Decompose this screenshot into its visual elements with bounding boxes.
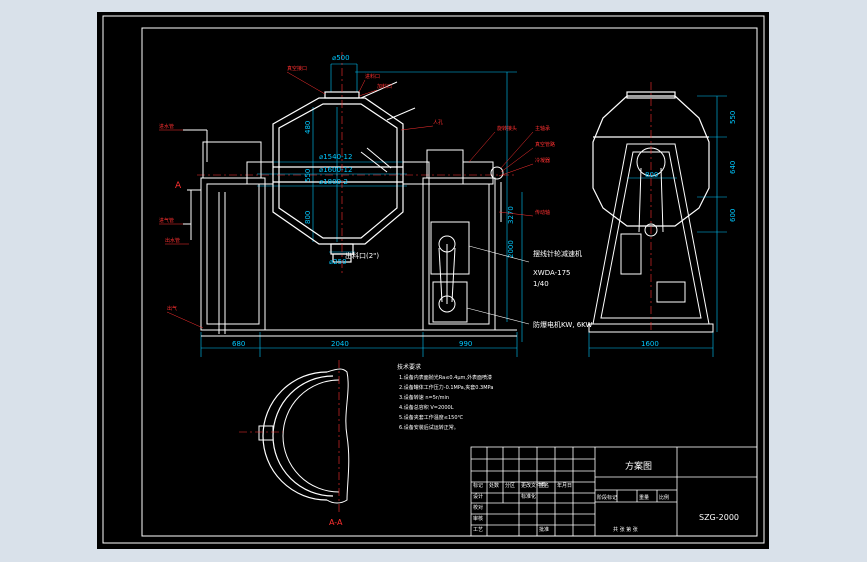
notes-item-3: 3.设备转速 n=5r/min	[399, 394, 449, 401]
top-callout-leaders	[286, 71, 434, 131]
section-view: A-A	[239, 360, 350, 527]
callout-right-3: 真空管路	[535, 141, 555, 148]
support-frames	[200, 141, 517, 337]
drive-assembly	[430, 221, 470, 323]
notes-item-6: 6.设备安装后试运转正常。	[399, 424, 459, 431]
right-callout-leaders	[468, 131, 534, 217]
role-check: 校对	[473, 504, 483, 511]
notes-title: 技术要求	[397, 363, 421, 371]
std-label: 标准化	[521, 493, 536, 500]
dim-dia-1540: ⌀1540-12	[319, 153, 352, 161]
drive-labels: 摆线针轮减速机 XWDA-175 1/40 防爆电机KW, 6KW	[533, 249, 593, 329]
vessel-body	[272, 91, 404, 263]
notes-item-5: 5.设备夹套工作温度≤150℃	[399, 414, 464, 421]
header-change-doc: 更改文件号	[521, 482, 546, 489]
left-callouts: 进水管 进气管 出水管 出气	[159, 123, 180, 312]
motor-label: 防爆电机KW, 6KW	[533, 320, 593, 329]
stage-label: 阶段标记	[597, 494, 617, 501]
dim-dia-1600: ⌀1600-12	[319, 166, 352, 174]
callout-top-3: 加料口	[377, 83, 392, 90]
dim-top-inlet: ⌀500	[332, 54, 350, 62]
role-process: 工艺	[473, 527, 483, 533]
reducer-model: XWDA-175	[533, 269, 571, 277]
dim-right-1: 3270	[507, 206, 515, 224]
drive-leaders	[466, 245, 530, 325]
section-mark-a: A	[175, 181, 182, 191]
notes-item-2: 2.设备罐体工作压力-0.1MPa,夹套0.3MPa	[399, 384, 493, 391]
header-sign: 签名	[539, 482, 549, 489]
inner-frame	[141, 27, 758, 537]
front-dimension-lines	[200, 63, 523, 357]
header-mark: 标记	[473, 482, 483, 489]
weight-label: 重量	[639, 494, 649, 501]
notes-item-4: 4.设备总容积 V=2000L	[399, 404, 454, 411]
drawing-canvas: ⌀500 ⌀1540-12 ⌀1600-12 ⌀1800-2 ⌀250 680 …	[102, 15, 765, 544]
side-dim-h1: 550	[729, 111, 737, 124]
scale-label: 比例	[659, 494, 669, 501]
callout-left-4: 出气	[167, 305, 177, 312]
callout-top-2: 进料口	[365, 73, 380, 80]
callout-right-1: 旋转接头	[497, 125, 517, 132]
outlet-label: 出料口(2")	[345, 251, 379, 260]
left-callout-leaders	[159, 129, 204, 329]
title-block-headers: 标记 处数 分区 更改文件号 签名 年月日 设计 校对 审核 工艺 标准化 批准…	[473, 482, 669, 533]
role-design: 设计	[473, 493, 483, 500]
drawing-title: 方案图	[625, 460, 652, 472]
section-label: A-A	[329, 518, 343, 527]
callout-top-4: 人孔	[433, 119, 443, 126]
dim-height-800: 800	[304, 211, 312, 224]
header-count: 处数	[489, 482, 499, 489]
drawing-number: SZG-2000	[699, 513, 739, 522]
front-view: ⌀500 ⌀1540-12 ⌀1600-12 ⌀1800-2 ⌀250 680 …	[159, 52, 593, 357]
dim-base-left: 680	[232, 340, 245, 348]
side-dim-h3: 600	[729, 209, 737, 222]
front-piping	[183, 81, 502, 334]
sheets-label: 共 张 第 张	[613, 526, 638, 533]
callout-top-1: 真空接口	[287, 65, 307, 72]
callout-left-3: 出水管	[165, 237, 180, 244]
title-block: 方案图 SZG-2000 标记 处数 分区 更改文件号 签名 年月日 设计 校对…	[470, 446, 758, 537]
callout-right-2: 主轴承	[535, 125, 550, 132]
right-callouts: 旋转接头 主轴承 真空管路 冷凝器 传动轴	[497, 125, 555, 216]
dim-outlet: ⌀250	[329, 258, 347, 266]
front-vertical-dims: 480 550 800 3270 2000	[304, 121, 515, 258]
notes-item-1: 1.设备内表面抛光Ra≤0.4μm,外表面喷漆	[399, 374, 492, 381]
callout-right-5: 传动轴	[535, 209, 550, 216]
header-date: 年月日	[557, 482, 572, 489]
callout-left-1: 进水管	[159, 123, 174, 130]
dim-height-550: 550	[304, 169, 312, 182]
side-dim-h2: 640	[729, 161, 737, 174]
dim-base-right: 990	[459, 340, 472, 348]
dim-height-480: 480	[304, 121, 312, 134]
dim-right-2: 2000	[507, 240, 515, 258]
outer-frame	[102, 15, 765, 544]
reducer-label: 摆线针轮减速机	[533, 249, 582, 258]
side-dim-width-top: 800	[645, 171, 658, 179]
side-dim-base: 1600	[641, 340, 659, 348]
dim-base-mid: 2040	[331, 340, 349, 348]
technical-notes: 技术要求 1.设备内表面抛光Ra≤0.4μm,外表面喷漆 2.设备罐体工作压力-…	[397, 363, 493, 431]
top-callouts: 真空接口 进料口 加料口 人孔	[287, 65, 443, 126]
side-dimension-labels: 550 640 600 800 1600	[641, 111, 737, 348]
callout-left-2: 进气管	[159, 217, 174, 224]
approve-label: 批准	[539, 526, 549, 533]
reducer-ratio: 1/40	[533, 280, 549, 288]
dim-dia-1800: ⌀1800-2	[319, 178, 348, 186]
side-dimension-lines	[588, 95, 727, 357]
callout-right-4: 冷凝器	[535, 157, 550, 164]
role-review: 审核	[473, 515, 483, 522]
front-dimension-labels: ⌀500 ⌀1540-12 ⌀1600-12 ⌀1800-2 ⌀250 680 …	[232, 54, 472, 348]
header-zone: 分区	[505, 482, 515, 489]
drawing-sheet: ⌀500 ⌀1540-12 ⌀1600-12 ⌀1800-2 ⌀250 680 …	[97, 12, 769, 549]
side-view: 550 640 600 800 1600	[588, 82, 737, 357]
